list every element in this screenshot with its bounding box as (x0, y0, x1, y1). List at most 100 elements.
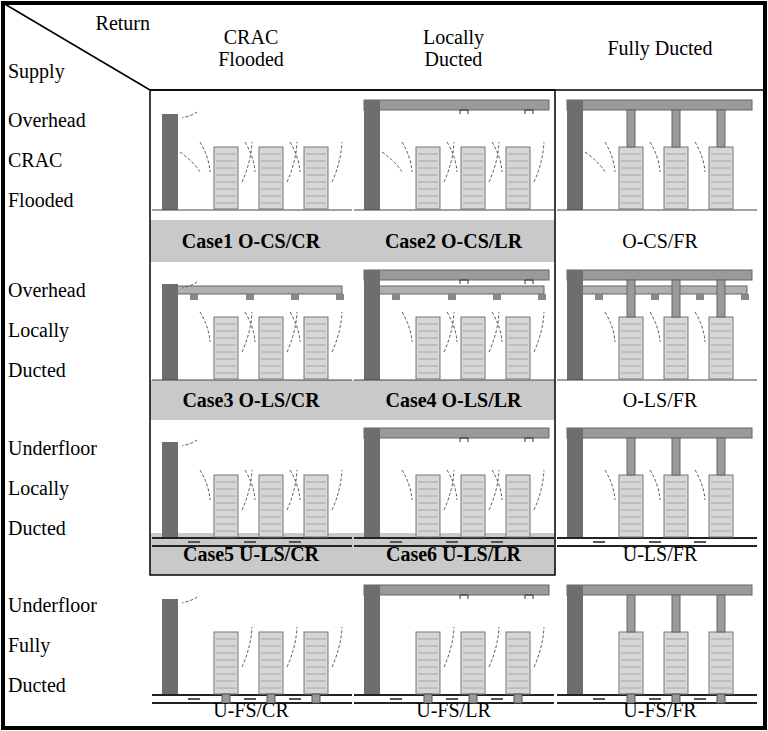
rack-stripe (216, 175, 236, 176)
rack-stripe (711, 331, 731, 332)
outer-border (3, 3, 765, 728)
rack-stripe (711, 168, 731, 169)
rack-stripe (666, 639, 686, 640)
airflow-arrow (447, 312, 457, 342)
perforated-tile (289, 698, 301, 700)
rack-stripe (463, 660, 483, 661)
rack-stripe (666, 489, 686, 490)
supply-riser (514, 694, 522, 703)
server-rack (259, 147, 283, 209)
rack-stripe (261, 175, 281, 176)
perforated-tile (188, 541, 200, 543)
rack-stripe (418, 524, 438, 525)
rack-stripe (261, 324, 281, 325)
rack-stripe (418, 639, 438, 640)
rack-stripe (711, 517, 731, 518)
rack-stripe (621, 517, 641, 518)
rack-stripe (261, 352, 281, 353)
rack-stripe (508, 338, 528, 339)
return-drop (627, 595, 635, 632)
rack-stripe (306, 667, 326, 668)
rack-stripe (621, 503, 641, 504)
rack-stripe (666, 196, 686, 197)
rack-stripe (418, 366, 438, 367)
crac-unit (567, 585, 583, 695)
rack-stripe (508, 161, 528, 162)
rack-stripe (666, 524, 686, 525)
crac-unit (567, 100, 583, 210)
rack-stripe (621, 688, 641, 689)
rack-stripe (711, 482, 731, 483)
row-header: Overhead Locally Ducted (8, 270, 118, 400)
header-label: Supply (8, 56, 88, 86)
label-text: Case6 U-LS/LR (386, 543, 521, 565)
rack-stripe (508, 517, 528, 518)
airflow-arrow (332, 470, 342, 510)
server-rack (461, 317, 485, 379)
rack-stripe (666, 154, 686, 155)
rack-stripe (261, 168, 281, 169)
diffuser (595, 294, 603, 300)
rack-stripe (306, 503, 326, 504)
rack-stripe (463, 646, 483, 647)
rack-stripe (261, 373, 281, 374)
rack-stripe (463, 482, 483, 483)
airflow-arrow (290, 470, 300, 500)
floor (354, 210, 554, 211)
rack-stripe (216, 482, 236, 483)
server-rack (506, 317, 530, 379)
rack-stripe (508, 681, 528, 682)
rack-stripe (261, 182, 281, 183)
diffuser (246, 294, 254, 300)
rack-stripe (261, 366, 281, 367)
rack-stripe (508, 531, 528, 532)
rack-stripe (463, 681, 483, 682)
rack-stripe (463, 154, 483, 155)
rack-stripe (216, 168, 236, 169)
rack-stripe (261, 331, 281, 332)
rack-stripe (216, 352, 236, 353)
rack-stripe (418, 646, 438, 647)
rack-stripe (306, 203, 326, 204)
rack-stripe (508, 660, 528, 661)
rack-stripe (666, 667, 686, 668)
airflow-arrow (489, 627, 499, 667)
label-text: Underfloor Fully Ducted (8, 585, 108, 705)
label-text: Return (96, 12, 150, 34)
rack-stripe (711, 175, 731, 176)
airflow-arrow (492, 470, 502, 500)
rack-stripe (621, 189, 641, 190)
airflow-arrow (182, 440, 197, 446)
rack-stripe (666, 653, 686, 654)
rack-stripe (418, 681, 438, 682)
rack-stripe (666, 646, 686, 647)
rack-stripe (216, 161, 236, 162)
airflow-arrow (534, 470, 544, 510)
rack-stripe (216, 338, 236, 339)
server-rack (664, 317, 688, 379)
perforated-tile (188, 698, 200, 700)
rack-stripe (666, 359, 686, 360)
rack-stripe (418, 359, 438, 360)
rack-stripe (261, 667, 281, 668)
return-grille (525, 595, 533, 599)
rack-stripe (508, 639, 528, 640)
rack-stripe (711, 196, 731, 197)
rack-stripe (621, 324, 641, 325)
return-grille (460, 110, 468, 114)
label-text: Locally Ducted (399, 26, 509, 70)
diffuser (493, 294, 501, 300)
row-header: Overhead CRAC Flooded (8, 100, 118, 230)
diffuser (741, 294, 749, 300)
rack-stripe (418, 168, 438, 169)
rack-stripe (216, 154, 236, 155)
server-rack (664, 632, 688, 694)
rack-stripe (306, 373, 326, 374)
rack-stripe (306, 345, 326, 346)
rack-stripe (508, 674, 528, 675)
rack-stripe (508, 189, 528, 190)
rack-stripe (463, 324, 483, 325)
airflow-arrow (650, 142, 660, 172)
rack-stripe (508, 496, 528, 497)
